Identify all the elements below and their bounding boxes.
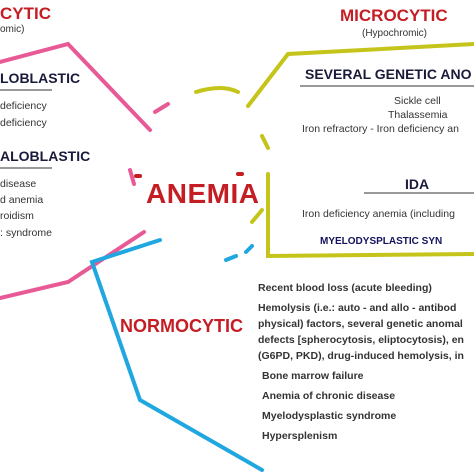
- normocytic-item: physical) factors, several genetic anoma…: [258, 318, 463, 330]
- macrocytic-title: CYTIC: [0, 4, 51, 23]
- non-megaloblastic-header: ALOBLASTIC: [0, 148, 91, 164]
- ida-header: IDA: [405, 176, 430, 192]
- megaloblastic-item: deficiency: [0, 117, 47, 129]
- myelodysplastic-label: MYELODYSPLASTIC SYN: [320, 236, 443, 247]
- normocytic-item: Bone marrow failure: [262, 370, 364, 382]
- microcytic-title: MICROCYTIC: [340, 6, 448, 25]
- non-megaloblastic-item: disease: [0, 178, 37, 190]
- normocytic-item: Myelodysplastic syndrome: [262, 410, 397, 422]
- divider-rules: [0, 85, 474, 194]
- non-megaloblastic-item: roidism: [0, 210, 34, 222]
- normocytic-item: Recent blood loss (acute bleeding): [258, 282, 432, 294]
- normocytic-item: Hemolysis (i.e.: auto - and allo - antib…: [258, 302, 457, 314]
- macrocytic-subtitle: omic): [0, 24, 25, 35]
- normocytic-connector: [89, 238, 264, 472]
- macrocytic-connector: [0, 41, 170, 300]
- microcytic-subtitle: (Hypochromic): [362, 28, 428, 39]
- normocytic-item: Anemia of chronic disease: [262, 390, 396, 402]
- megaloblastic-item: deficiency: [0, 100, 47, 112]
- non-megaloblastic-item: : syndrome: [0, 227, 52, 239]
- normocytic-title: NORMOCYTIC: [120, 316, 243, 336]
- normocytic-item: Hypersplenism: [262, 430, 338, 442]
- non-megaloblastic-item: d anemia: [0, 194, 44, 206]
- center-label: ANEMIA: [146, 178, 260, 209]
- normocytic-item: defects [spherocytosis, eliptocytosis), …: [258, 334, 464, 346]
- normocytic-item: (G6PD, PKD), drug-induced hemolysis, in: [258, 350, 464, 362]
- genetic-header: SEVERAL GENETIC ANO: [305, 66, 472, 82]
- genetic-item: Thalassemia: [388, 109, 448, 121]
- center-accents: [134, 172, 244, 178]
- microcytic-connector: [194, 42, 474, 259]
- megaloblastic-header: LOBLASTIC: [0, 70, 81, 86]
- genetic-item: Iron refractory - Iron deficiency an: [302, 123, 459, 135]
- genetic-item: Sickle cell: [394, 95, 441, 107]
- ida-item: Iron deficiency anemia (including: [302, 208, 455, 220]
